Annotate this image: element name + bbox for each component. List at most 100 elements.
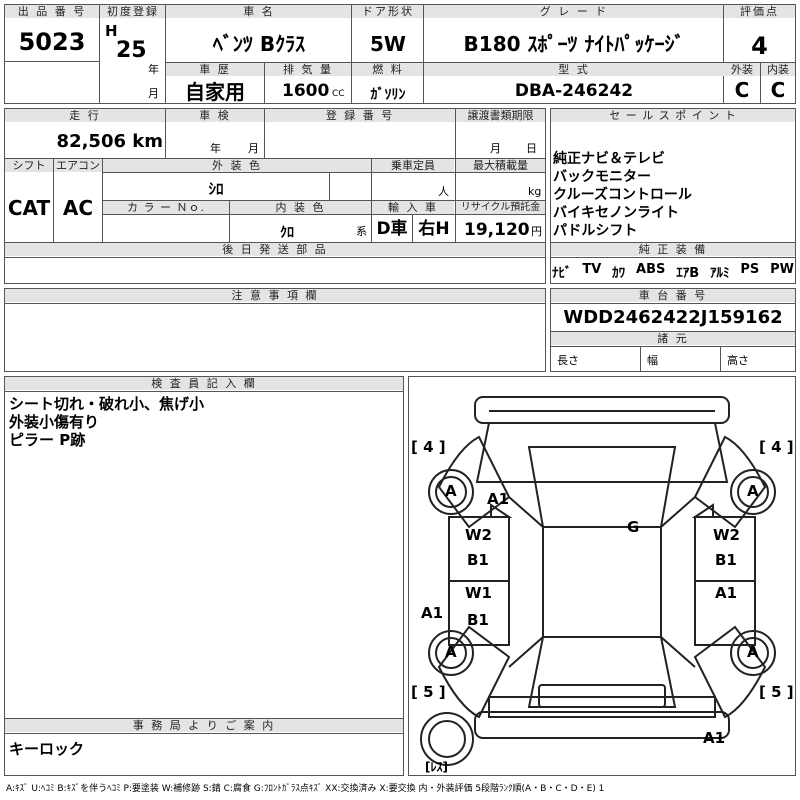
dimension-width: 幅 [647,354,658,367]
office-note: キーロック [9,740,85,758]
inspector-section [4,376,404,776]
equipment-item: ｴｱB [676,266,700,281]
dimensions-label: 諸 元 [551,332,795,345]
vehicle-info-section [4,108,546,284]
mark-door-front-right-2: B1 [715,551,737,569]
mark-door-front-right-1: W2 [713,526,740,544]
chassis-number-label: 車 台 番 号 [551,289,795,302]
sales-point-item: バイキセノンライト [553,205,679,221]
equipment-item: TV [582,262,602,277]
inspector-label: 検 査 員 記 入 欄 [5,377,403,390]
mark-roof: G [627,518,640,536]
shift-label: シフト [5,159,53,172]
displacement-unit: CC [332,89,345,99]
car-name-label: 車 名 [166,5,352,18]
interior-grade: C [770,78,786,102]
fuel: ｶﾞｿﾘﾝ [370,87,406,103]
equipment-item: ｶﾜ [612,266,626,281]
steering-side: 右H [418,219,450,239]
capacity-label: 乗車定員 [372,159,454,172]
model-code-label: 型 式 [424,63,724,76]
mark-door-rear-right: A1 [715,584,738,602]
aircon-label: エアコン [54,159,102,172]
recycle-fee-label: リサイクル預託金 [456,201,545,214]
mark-door-front-left-1: W2 [465,526,492,544]
inspector-notes: シート切れ・破れ小、焦げ小 外装小傷有り ピラー P跡 [9,395,399,449]
history: 自家用 [185,80,245,104]
equipment-item: ﾅﾋﾞ [552,266,572,281]
caution-label: 注 意 事 項 欄 [5,289,545,302]
plate-number-label: 登 録 番 号 [265,109,455,122]
mark-door-rear-left-1: W1 [465,584,492,602]
transfer-month-unit: 月 [490,142,501,155]
door-type-label: ドア形状 [352,5,424,18]
max-load-label: 最大積載量 [456,159,545,172]
tire-depth-front-right: [ 4 ] [759,438,794,456]
car-name: ﾍﾞﾝﾂ Bｸﾗｽ [212,32,306,56]
dimension-length: 長さ [557,354,579,367]
mileage-label: 走 行 [5,109,165,122]
transfer-day-unit: 日 [526,142,537,155]
mark-door-front-left-2: B1 [467,551,489,569]
month-unit: 月 [148,87,159,100]
color-number-label: カ ラ ー Ｎｏ. [103,201,229,214]
grade-label: グ レ ー ド [424,5,724,18]
import-dealer: D車 [376,219,408,239]
inspector-note: シート切れ・破れ小、焦げ小 [9,395,205,413]
tire-depth-rear-left: [ 5 ] [411,683,446,701]
model-code: DBA-246242 [514,81,634,101]
lot-number: 5023 [18,28,86,56]
capacity-unit: 人 [438,185,449,198]
spare-tire-status: [ﾚｽ] [425,760,448,774]
fuel-label: 燃 料 [352,63,424,76]
transfer-deadline-label: 譲渡書類期限 [456,109,545,122]
interior-color-label: 内 装 色 [230,201,371,214]
mark-door-rear-left-2: B1 [467,611,489,629]
inspector-note: ピラー P跡 [9,431,86,449]
mark-wheel-front-right: A [747,482,759,500]
sales-point-item: クルーズコントロール [553,187,692,203]
mileage: 82,506 km [56,131,163,152]
office-label: 事 務 局 よ り ご 案 内 [5,719,403,732]
sales-point-item: パドルシフト [553,223,638,239]
import-label: 輸 入 車 [372,201,454,214]
first-registration-label: 初度登録 [100,5,166,18]
mark-wheel-front-left: A [445,482,457,500]
damage-legend: A:ｷｽﾞ U:ﾍｺﾐ B:ｷｽﾞを伴うﾍｺﾐ P:要塗装 W:補修跡 S:錆 … [6,784,605,794]
tire-depth-front-left: [ 4 ] [411,438,446,456]
exterior-color: ｼﾛ [208,180,224,198]
later-parts-label: 後 日 発 送 部 品 [5,243,545,256]
exterior-color-label: 外 装 色 [103,159,371,172]
equipment-item: ｱﾙﾐ [710,266,730,281]
year-unit: 年 [148,63,159,76]
recycle-fee: 19,120 [464,220,530,240]
sales-points-section [550,108,796,284]
equipment-item: PW [770,262,794,277]
grade: B180 ｽﾎﾟｰﾂ ﾅｲﾄﾊﾟｯｹｰｼﾞ [463,32,685,56]
interior-color-suffix: 系 [356,225,367,238]
mark-rocker-left: A1 [421,604,444,622]
displacement-label: 排 気 量 [265,63,351,76]
history-label: 車 歴 [166,63,264,76]
mark-rear-bumper: A1 [703,729,726,747]
equipment-list: ﾅﾋﾞ TV ｶﾜ ABS ｴｱB ｱﾙﾐ PS PW [552,262,794,281]
inspection-year-unit: 年 [210,142,221,155]
door-type: 5W [370,32,406,56]
sales-point-item: バックモニター [553,169,651,185]
exterior-grade: C [734,78,750,102]
mark-wheel-rear-left: A [445,643,457,661]
sales-points-list: 純正ナビ＆テレビ バックモニター クルーズコントロール バイキセノンライト パド… [553,150,793,240]
exterior-grade-label: 外装 [724,63,760,76]
inspection-month-unit: 月 [248,142,259,155]
dimension-height: 高さ [727,354,749,367]
sales-point-item: 純正ナビ＆テレビ [553,151,665,167]
displacement: 1600 [282,81,330,101]
era: H [105,22,118,40]
max-load-unit: kg [528,185,542,198]
tire-depth-rear-right: [ 5 ] [759,683,794,701]
rating-score: 4 [751,32,768,60]
registration-year: 25 [116,38,147,63]
mark-wheel-rear-right: A [747,643,759,661]
damage-diagram: [ 4 ] [ 4 ] [ 5 ] [ 5 ] [ﾚｽ] A A A A A1 … [408,376,796,776]
lot-number-label: 出 品 番 号 [5,5,99,18]
